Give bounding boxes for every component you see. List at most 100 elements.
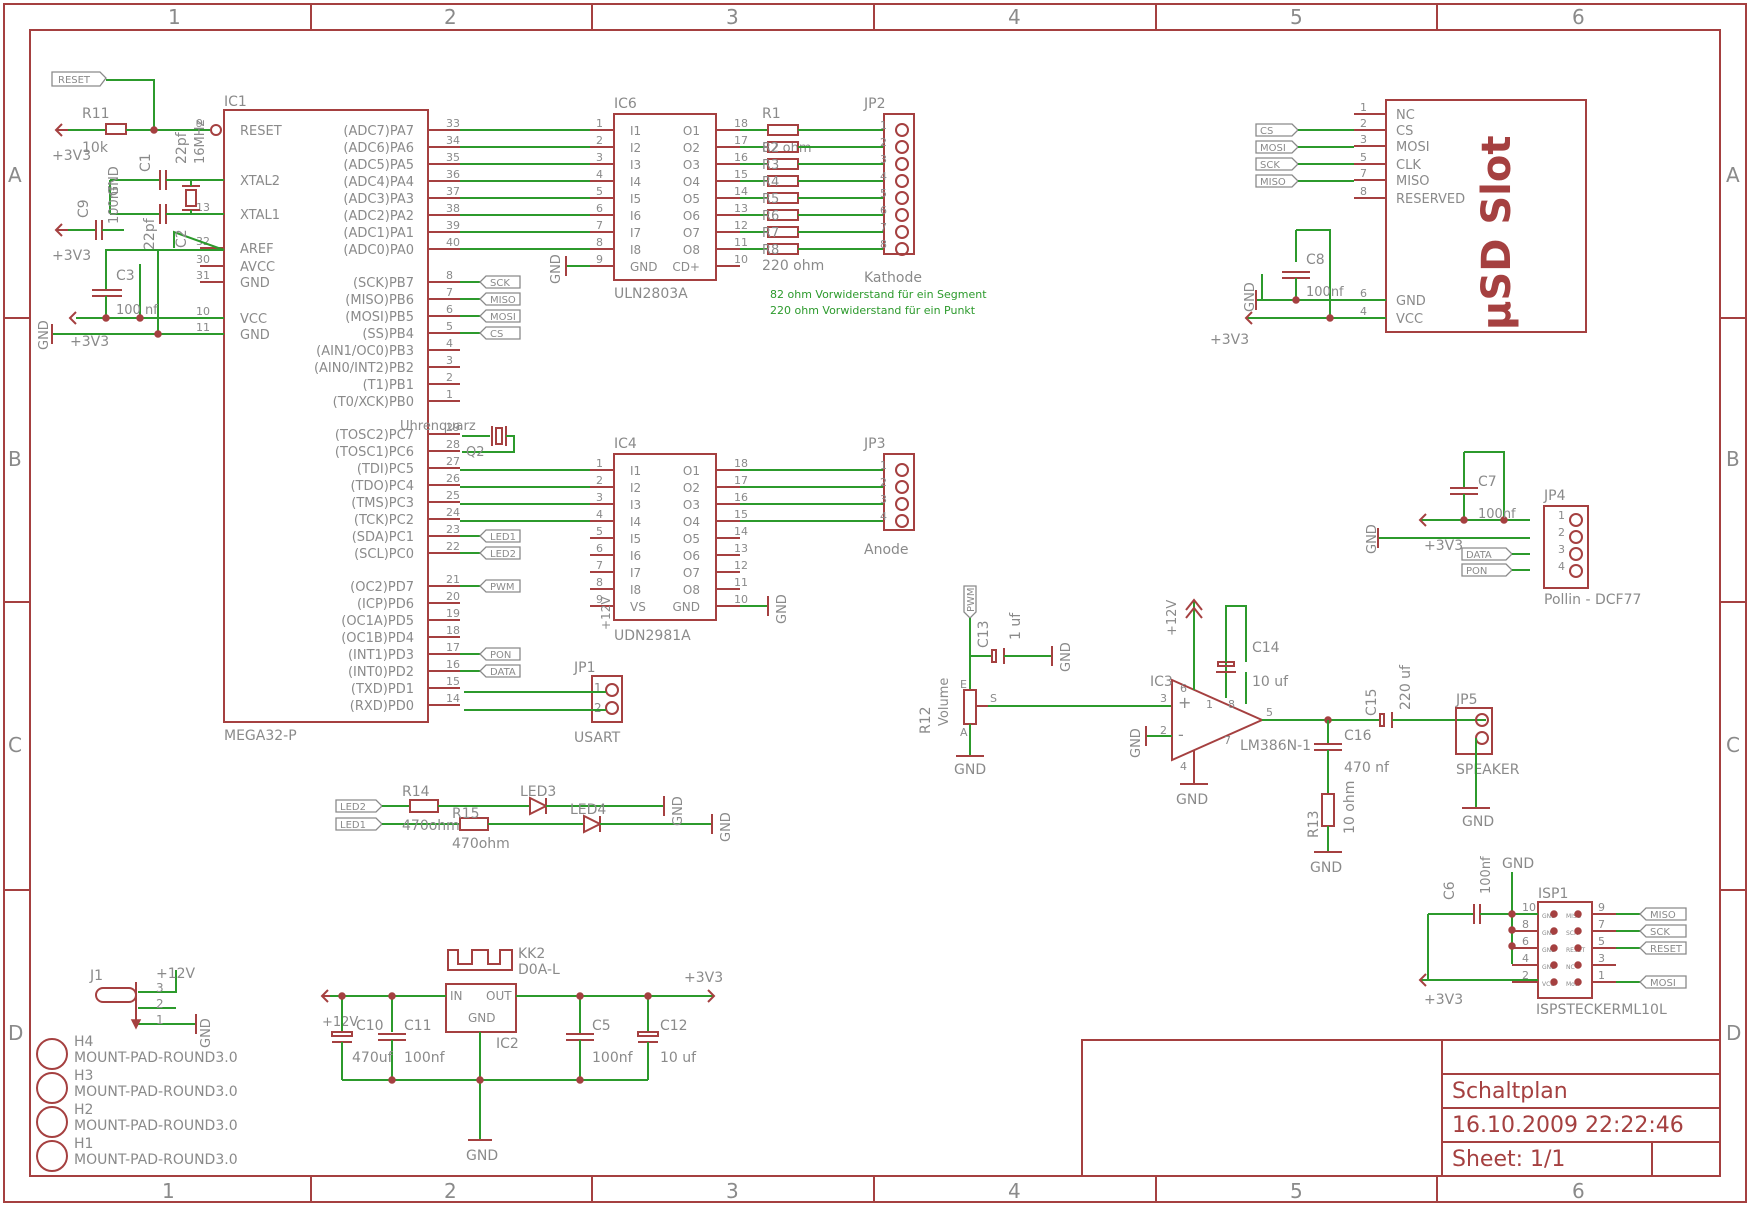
net-tag-shape: [479, 579, 521, 593]
net-tag: PON: [490, 650, 511, 661]
net-tag: SCK: [490, 278, 510, 289]
net-gnd: GND: [549, 254, 564, 284]
led-circuit: LED2 LED1 R14 470ohm R15 470ohm LED3 LED…: [335, 784, 734, 852]
ic1-left-pins: RESET9XTAL2XTAL113AREF32AVCC30GND31VCC10…: [196, 117, 282, 343]
c15-name: C15: [1364, 688, 1380, 716]
ic1-right-pin-number: 37: [446, 185, 460, 198]
net-tag: MISO: [490, 295, 516, 306]
ic1-right-pin-label: (SCK)PB7: [353, 276, 414, 291]
usd-slot: µSD Slot NC1CS2MOSI3CLK5MISO7RESERVED8GN…: [1255, 99, 1587, 333]
ic4-output-label: O5: [683, 532, 700, 546]
c11-value: 100nf: [404, 1050, 446, 1066]
isp-tag: RESET: [1650, 944, 1683, 955]
usd-pin-number: 3: [1360, 133, 1367, 146]
net-gnd: GND: [1310, 860, 1342, 876]
net-12v: +12V: [1165, 600, 1180, 636]
row-label-right: B: [1726, 447, 1740, 471]
jp2-pin-number: 1: [880, 119, 887, 132]
jp2-pin-pad: [895, 174, 909, 188]
ic4-output-label: O8: [683, 583, 700, 597]
ic1-right-pin-label: (RXD)PD0: [350, 699, 414, 714]
net-gnd: GND: [1462, 814, 1494, 830]
mount-pad-label: MOUNT-PAD-ROUND3.0: [74, 1050, 238, 1066]
ic1-left-pin-number: 11: [196, 321, 210, 334]
jp4-pin-pad: [1569, 564, 1583, 578]
jp3-pin-pad: [895, 480, 909, 494]
ic6-name: IC6: [614, 96, 637, 112]
isp-inner-right-label: Mosi: [1566, 981, 1580, 988]
ic4-output-label: GND: [672, 600, 700, 614]
r13-value: 10 ohm: [1342, 781, 1358, 834]
ic4-out-pin-number: 16: [734, 491, 748, 504]
ic4-out-pin-number: 17: [734, 474, 748, 487]
resistor-label: R7: [762, 226, 779, 241]
ic6-in-pin-number: 2: [596, 134, 603, 147]
ic1-right-pin-number: 22: [446, 540, 460, 553]
net-tag: MOSI: [490, 312, 516, 323]
ic1-right-pin-number: 34: [446, 134, 460, 147]
net-tag-shape: [479, 309, 521, 323]
ic4-input-label: VS: [630, 600, 646, 614]
c5-value: 100nf: [592, 1050, 634, 1066]
net-tag: LED2: [490, 549, 516, 560]
col-label-top: 1: [168, 5, 181, 29]
r11-value: 10k: [82, 140, 109, 156]
ic4-in-pin-number: 2: [596, 474, 603, 487]
net-tag: DATA: [490, 667, 516, 678]
ic4-output-label: O4: [683, 515, 700, 529]
net-3v3: +3V3: [70, 334, 109, 350]
ic4-in-pin-number: 3: [596, 491, 603, 504]
ic4-in-pin-number: 1: [596, 457, 603, 470]
net-12v: +12V: [322, 1015, 358, 1030]
ic6-input-label: I7: [630, 226, 641, 240]
pon-tag: PON: [1466, 566, 1487, 577]
power-supply: J1 3 2 1 +12V GND KK2 D0A-L IN OUT GND I…: [89, 946, 723, 1164]
ic6-in-pin-number: 9: [596, 253, 603, 266]
row-label-right: A: [1726, 163, 1740, 187]
ic1-right-pin-number: 23: [446, 523, 460, 536]
ic4-name: IC4: [614, 436, 637, 452]
isp-pad: [1550, 927, 1558, 935]
ic6-out-pin-number: 15: [734, 168, 748, 181]
isp-left-pin-number: 6: [1522, 935, 1529, 948]
ic6-in-pin-number: 5: [596, 185, 603, 198]
isp-right-pin-number: 7: [1598, 918, 1605, 931]
led1-tag: LED1: [340, 820, 366, 831]
isp-inner-right-label: NC: [1566, 964, 1575, 971]
ic1-left-pin-number: 9: [196, 117, 203, 130]
ic6-out-pin-number: 13: [734, 202, 748, 215]
mount-pad-name: H2: [74, 1102, 93, 1118]
pwm-tag: PWM: [966, 587, 977, 612]
usd-pin-number: 8: [1360, 185, 1367, 198]
ic4-input-label: I7: [630, 566, 641, 580]
net-gnd: GND: [775, 594, 790, 624]
ic2-name: IC2: [496, 1036, 519, 1052]
net-tag-shape: [479, 546, 521, 560]
usd-pin-label: VCC: [1396, 312, 1423, 327]
net-gnd: GND: [1129, 728, 1144, 758]
isp-tag-shape: [1639, 975, 1687, 989]
ic1-right-pin-number: 27: [446, 455, 460, 468]
ic6-out-pin-number: 14: [734, 185, 748, 198]
c14-value: 10 uf: [1252, 674, 1289, 690]
q1-value: 16MHz: [193, 119, 208, 164]
c13-name: C13: [976, 620, 992, 648]
net-tag-shape: [479, 326, 521, 340]
isp-type: ISPSTECKERML10L: [1536, 1002, 1667, 1018]
usd-pin-number: 5: [1360, 151, 1367, 164]
ic2-in: IN: [450, 989, 463, 1003]
jp2-pin-pad: [895, 157, 909, 171]
jp1-pin: 2: [594, 701, 602, 715]
ic6-out-pin-number: 17: [734, 134, 748, 147]
r1-value-2: 220 ohm: [762, 258, 824, 274]
ic3-name: IC3: [1150, 674, 1173, 690]
isp-pad: [1574, 910, 1582, 918]
usd-tag-shape: [1255, 140, 1299, 154]
ic6-out-pin-number: 12: [734, 219, 748, 232]
col-label-bottom: 5: [1290, 1179, 1303, 1203]
ic1-right-pin-label: (T0/XCK)PB0: [333, 395, 414, 410]
ic1-right-pin-label: (INT0)PD2: [348, 665, 414, 680]
